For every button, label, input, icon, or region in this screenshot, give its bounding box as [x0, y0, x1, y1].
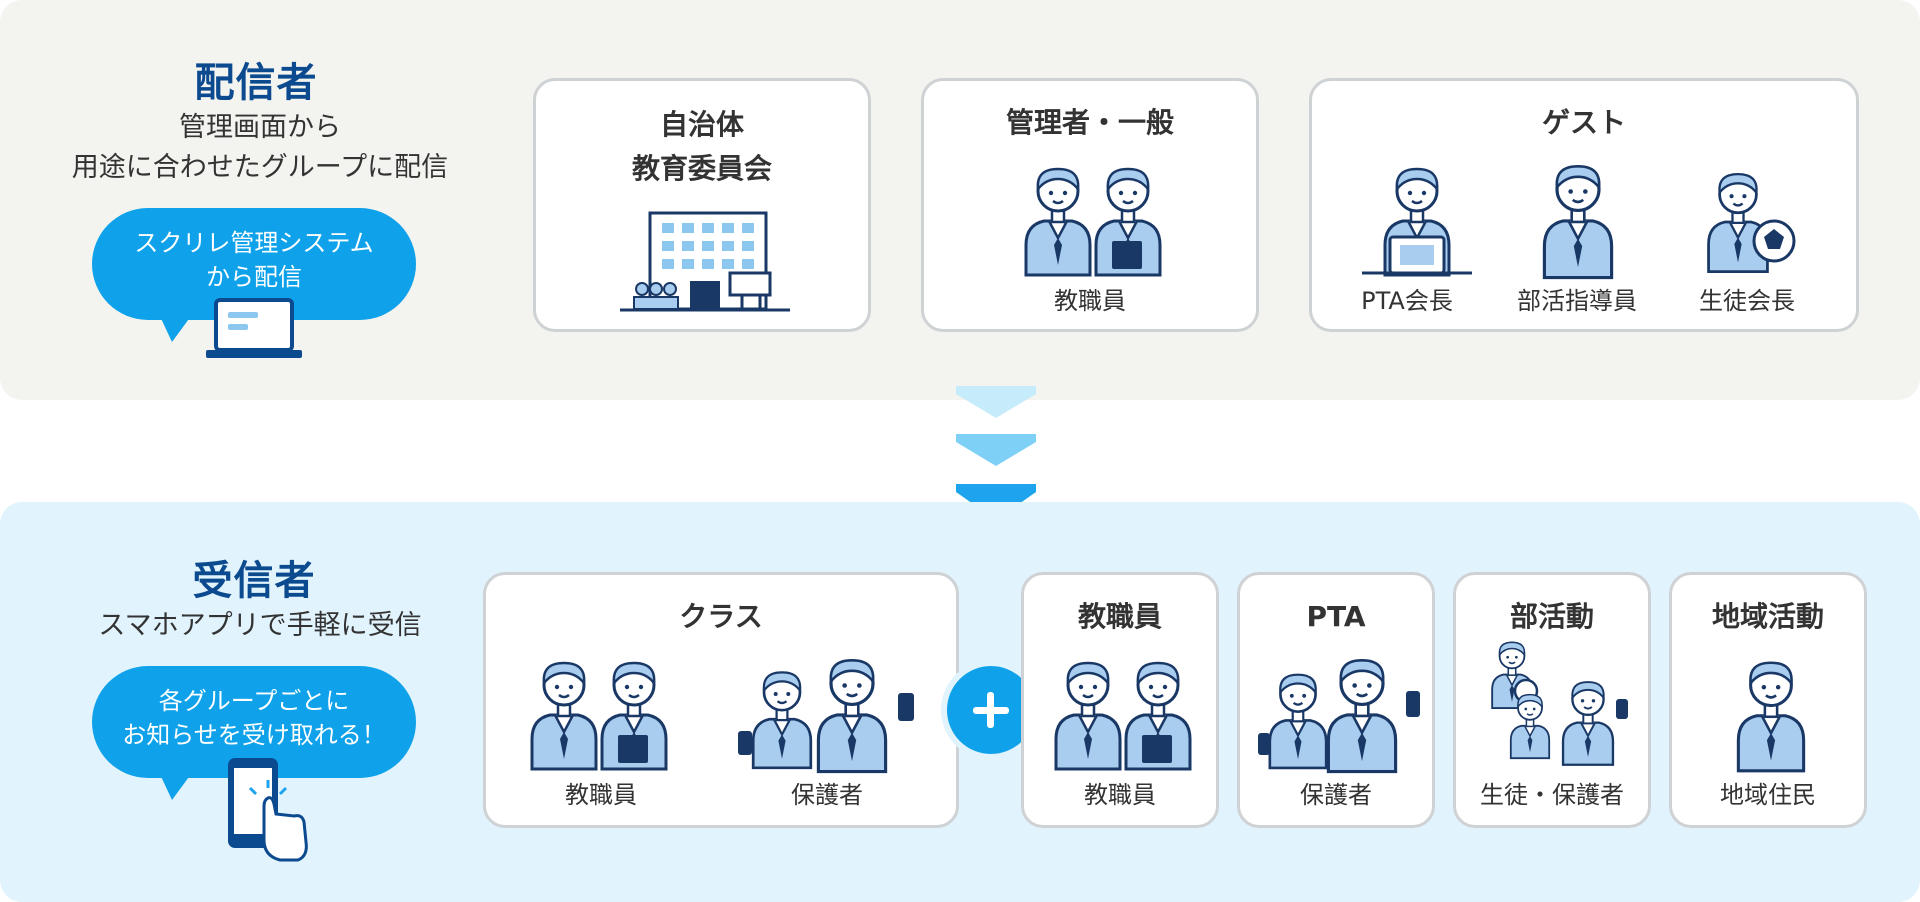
student-guardian-person-icon: [1491, 641, 1628, 766]
group-card-club: 部活動 生徒・保護者: [1453, 572, 1651, 828]
staff-person-icon: [1024, 167, 1162, 277]
sender-title: 配信者: [194, 60, 318, 106]
caption-student-guardian: 生徒・保護者: [1480, 781, 1624, 809]
group-card-staff: 教職員 教職員: [1021, 572, 1219, 828]
caption-guardian: 保護者: [1300, 781, 1372, 809]
resident-person-icon: [1736, 661, 1806, 773]
caption-guardian: 保護者: [791, 781, 863, 809]
caption-pta-president: PTA会長: [1361, 287, 1453, 315]
group-card-class: クラス 教職員 保護者: [483, 572, 959, 828]
card-title: 部活動: [1509, 600, 1594, 633]
receiver-title: 受信者: [192, 558, 316, 604]
caption-staff: 教職員: [1054, 287, 1126, 315]
group-card-community: 地域活動 地域住民: [1669, 572, 1867, 828]
caption-resident: 地域住民: [1720, 781, 1816, 809]
card-title: 管理者・一般: [1005, 106, 1174, 139]
staff-person-icon: [530, 661, 668, 771]
building-icon: [620, 211, 790, 312]
card-title: 自治体 教育委員会: [631, 108, 772, 185]
guardian-person-icon: [738, 658, 914, 774]
sender-speech-bubble: スクリレ管理システム から配信: [92, 208, 416, 320]
card-title: ゲスト: [1541, 106, 1626, 139]
staff-person-icon: [1054, 661, 1192, 771]
card-title: 教職員: [1077, 600, 1162, 633]
pta-president-icon: [1362, 167, 1472, 277]
caption-staff: 教職員: [565, 781, 637, 809]
guardian-person-icon: [1258, 658, 1420, 774]
card-title: クラス: [679, 600, 763, 633]
caption-staff: 教職員: [1084, 781, 1156, 809]
caption-student-president: 生徒会長: [1699, 287, 1795, 315]
receiver-description: スマホアプリで手軽に受信: [98, 610, 422, 641]
group-card-pta: PTA 保護者: [1237, 572, 1435, 828]
laptop-icon: [206, 298, 302, 358]
group-card-guest: ゲスト PTA会長 部活指導員 生徒会長: [1309, 78, 1859, 332]
sender-description: 管理画面から 用途に合わせたグループに配信: [71, 112, 449, 183]
group-card-municipality: 自治体 教育委員会: [533, 78, 871, 332]
student-president-icon: [1707, 172, 1796, 274]
smartphone-tap-icon: [228, 758, 308, 862]
club-coach-icon: [1542, 164, 1614, 280]
card-title: PTA: [1306, 600, 1366, 633]
group-card-admin: 管理者・一般 教職員: [921, 78, 1259, 332]
card-title: 地域活動: [1711, 600, 1824, 633]
caption-club-coach: 部活指導員: [1517, 287, 1637, 315]
